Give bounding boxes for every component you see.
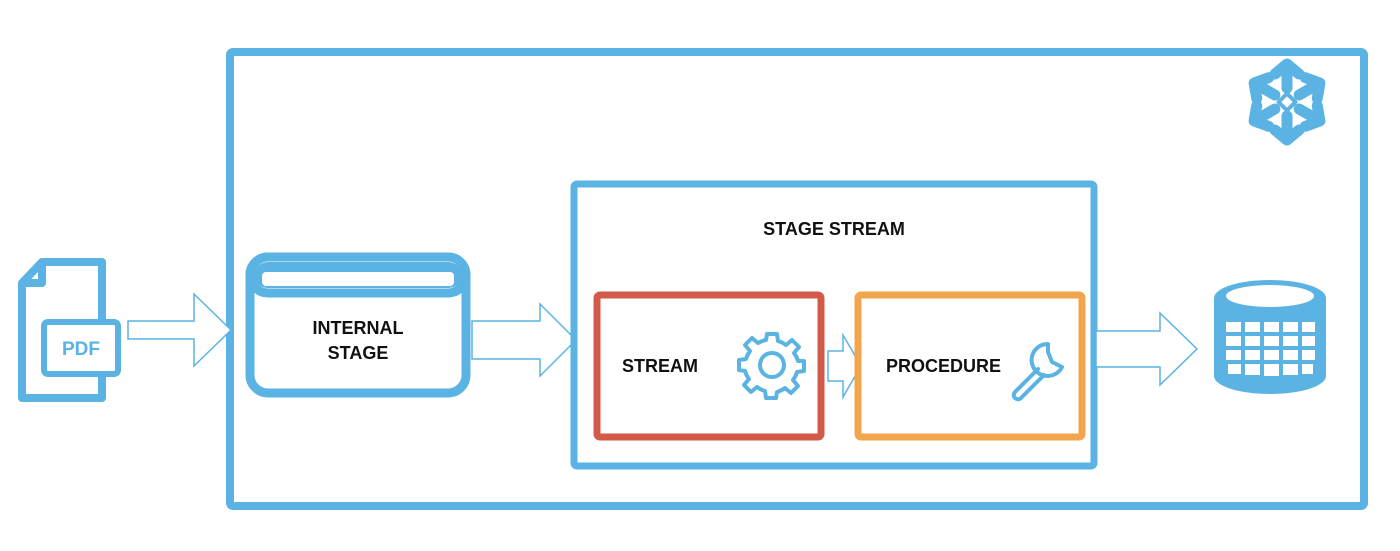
internal-stage-label-line1: INTERNAL [313,318,404,338]
snowflake-account-container [226,48,1368,510]
procedure-label: PROCEDURE [886,356,1001,376]
wrench-icon [1011,341,1064,402]
stream-label: STREAM [622,356,698,376]
arrow-stream-to-procedure [827,332,862,400]
arrow-stream-to-database [1095,311,1199,387]
pdf-document-icon [18,258,121,402]
stage-stream-title: STAGE STREAM [763,219,905,239]
stream-box [593,291,825,441]
arrow-pdf-to-stage [127,292,233,368]
internal-stage-box [245,252,471,398]
gear-icon [737,332,806,400]
procedure-box [854,291,1086,441]
arrow-stage-to-stream [471,302,578,378]
pdf-label: PDF [62,339,100,360]
snowflake-icon [1248,58,1326,146]
internal-stage-label-line2: STAGE [328,343,389,363]
database-icon [1214,280,1326,394]
